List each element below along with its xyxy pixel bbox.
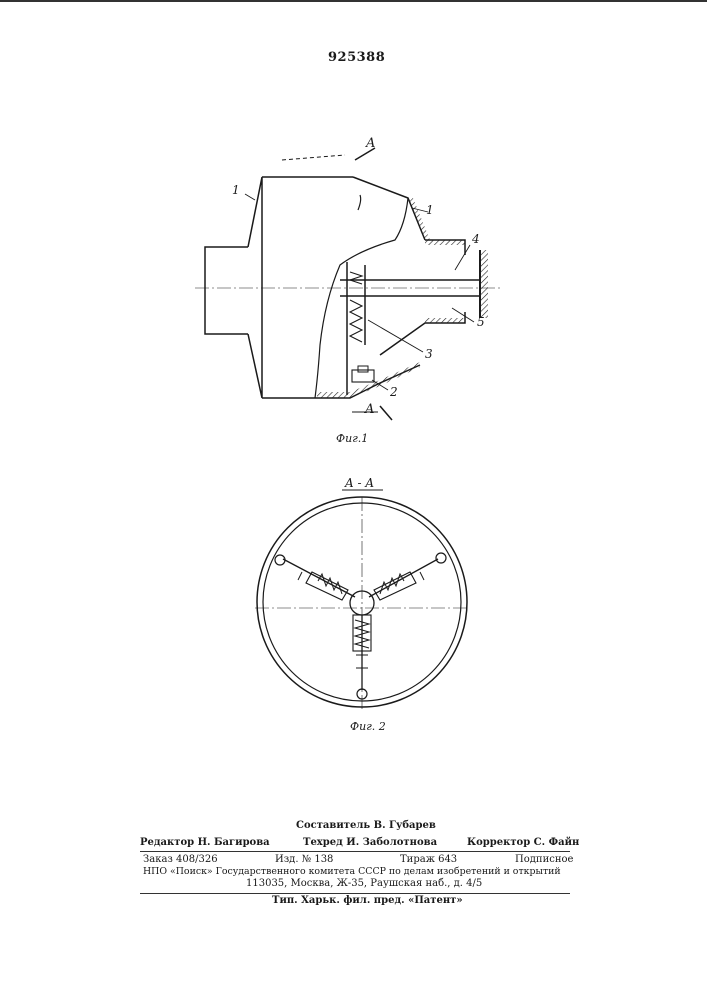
org-line: НПО «Поиск» Государственного комитета СС… <box>143 866 561 877</box>
editor-line: Редактор Н. Багирова <box>140 837 270 848</box>
printer-line: Тип. Харьк. фил. пред. «Патент» <box>272 895 463 906</box>
corrector-line: Корректор С. Файн <box>467 837 579 848</box>
subscription-line: Подписное <box>515 854 573 865</box>
colophon-rule-bottom <box>140 893 570 894</box>
colophon-rule-top <box>140 851 570 852</box>
edition-line: Изд. № 138 <box>275 854 333 865</box>
print-run-line: Тираж 643 <box>400 854 457 865</box>
compiler-line: Составитель В. Губарев <box>296 820 436 831</box>
address-line: 113035, Москва, Ж-35, Раушская наб., д. … <box>246 878 482 889</box>
tech-editor-line: Техред И. Заболотнова <box>303 837 437 848</box>
order-line: Заказ 408/326 <box>143 854 218 865</box>
